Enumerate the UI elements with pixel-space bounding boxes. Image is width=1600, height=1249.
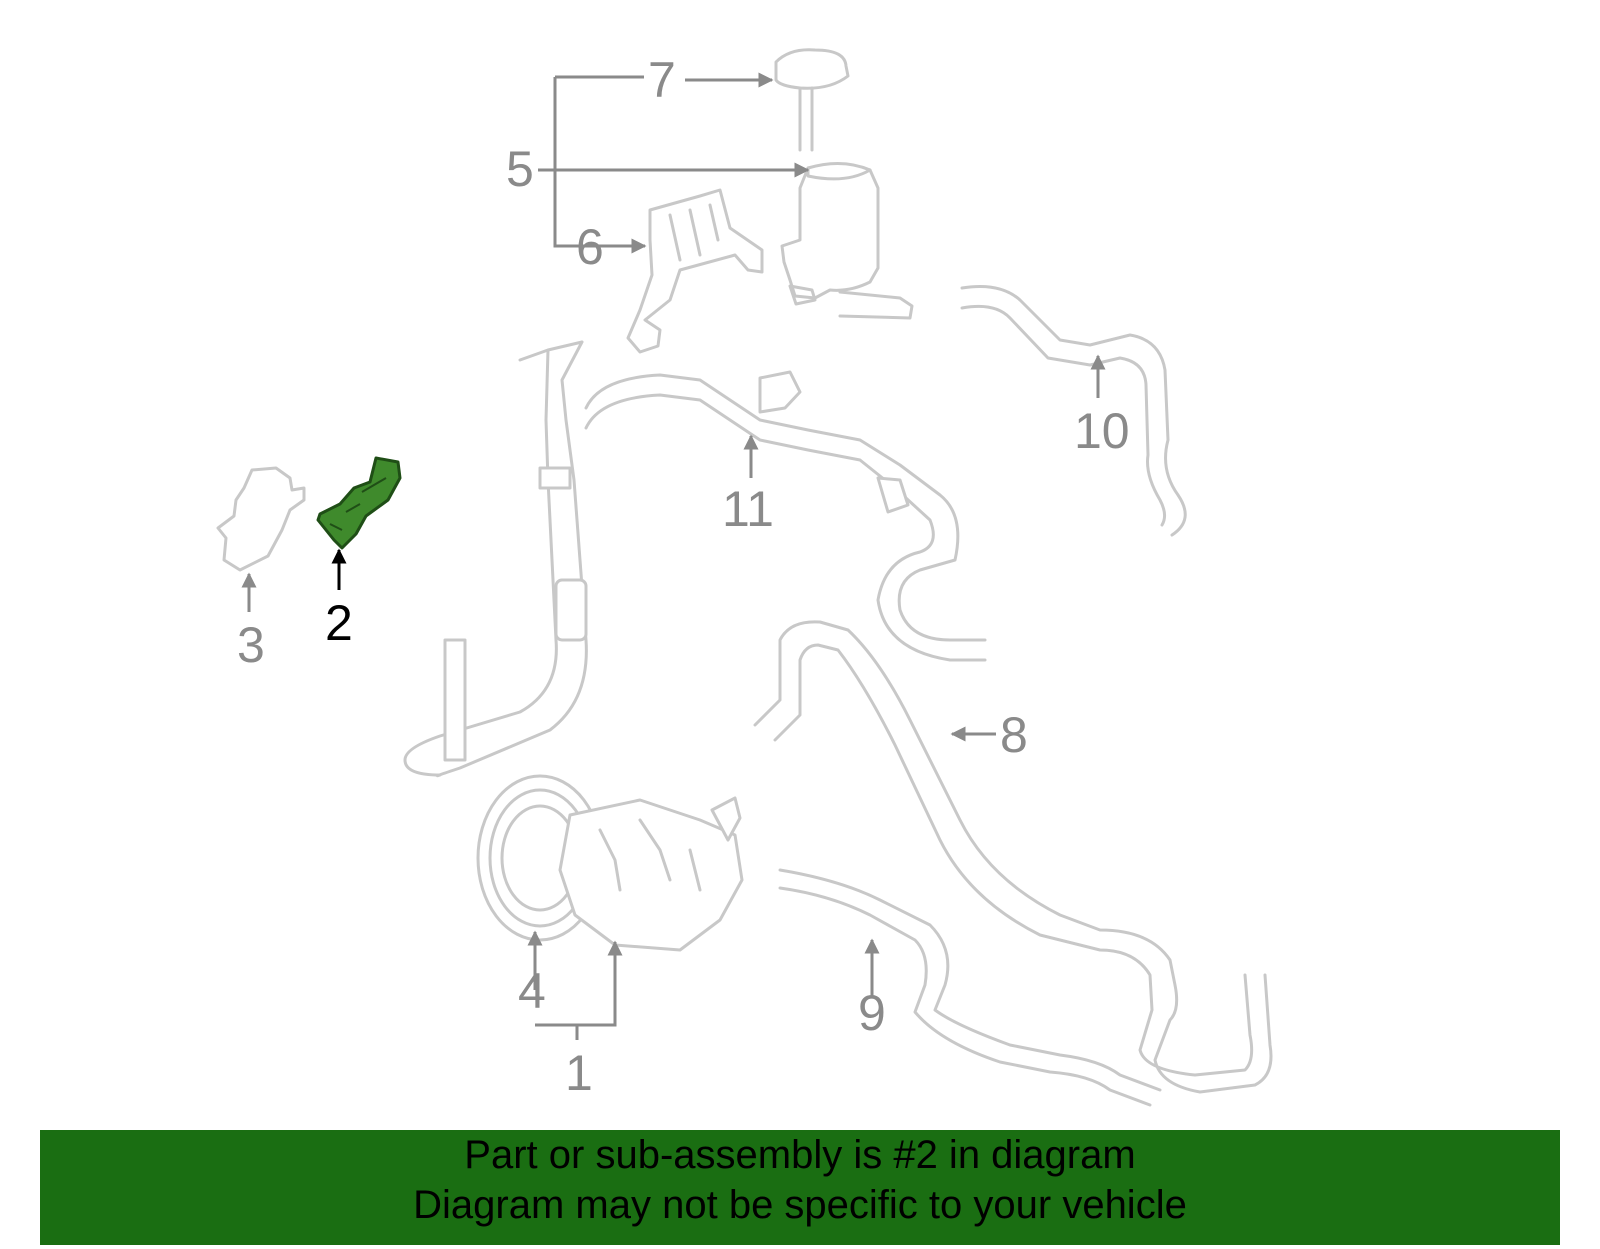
pressure-line-part[interactable]	[778, 868, 1162, 1107]
callout-5: 5	[506, 141, 534, 197]
return-line-assembly-part[interactable]	[403, 340, 987, 778]
power-steering-pump-part[interactable]	[476, 774, 744, 952]
callout-6: 6	[576, 219, 604, 275]
heat-shield-part[interactable]	[216, 466, 306, 572]
banner-line-2: Diagram may not be specific to your vehi…	[413, 1183, 1187, 1227]
callout-8: 8	[1000, 707, 1028, 763]
banner-line-1: Part or sub-assembly is #2 in diagram	[464, 1133, 1136, 1177]
highlighted-part-2[interactable]	[316, 456, 402, 550]
callout-1: 1	[565, 1045, 593, 1101]
return-hose-part[interactable]	[960, 285, 1187, 537]
reservoir-bracket-part[interactable]	[626, 188, 764, 354]
callout-9: 9	[858, 985, 886, 1041]
pressure-hose-part[interactable]	[753, 620, 1273, 1094]
parts-diagram: 7 5 6 10 11 2 3 8 4 9 1	[216, 48, 1273, 1107]
callout-4: 4	[518, 963, 546, 1019]
callout-10: 10	[1074, 403, 1130, 459]
callout-11: 11	[722, 481, 774, 537]
reservoir-cap-part[interactable]	[774, 48, 850, 152]
reservoir-part[interactable]	[780, 161, 914, 320]
callout-7: 7	[648, 52, 676, 108]
callout-3: 3	[237, 617, 265, 673]
callout-2[interactable]: 2	[325, 595, 353, 651]
info-banner: Part or sub-assembly is #2 in diagram Di…	[40, 1130, 1560, 1245]
